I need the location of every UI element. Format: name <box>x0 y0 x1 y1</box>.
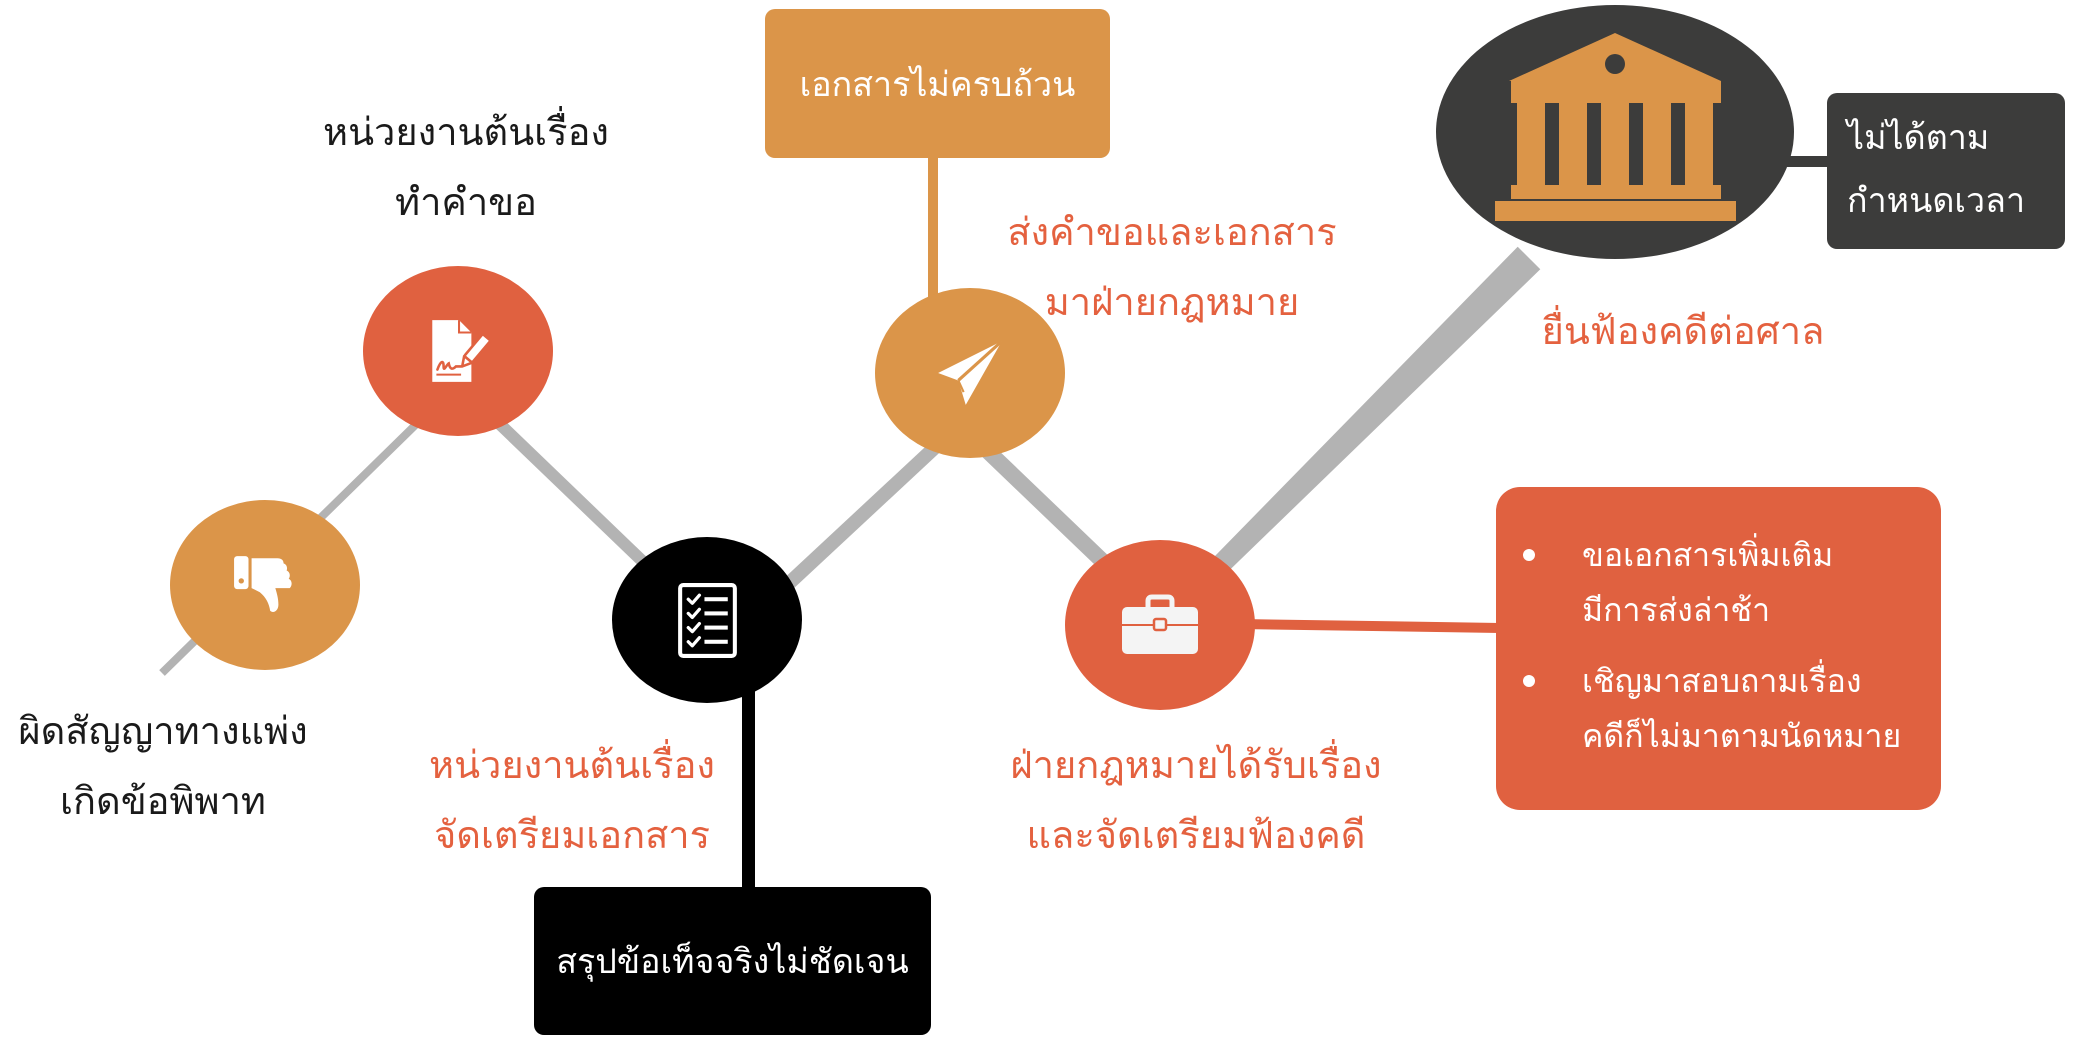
thumbs-down-icon <box>234 556 292 612</box>
deadline-issue-line: ไม่ได้ตาม <box>1847 118 1990 158</box>
label-line: ส่งคำขอและเอกสาร <box>1007 210 1337 254</box>
facts-issue-text: สรุปข้อเท็จจริงไม่ชัดเจน <box>556 942 909 982</box>
deadline-issue-connector <box>1775 156 1831 167</box>
step-legal-label: ฝ่ายกฎหมายได้รับเรื่อง และจัดเตรียมฟ้องค… <box>1010 730 1381 870</box>
file-signature-icon <box>432 320 492 382</box>
label-line: หน่วยงานต้นเรื่อง <box>323 110 609 154</box>
legal-issue-connector <box>1239 619 1501 633</box>
list-item-line: เชิญมาสอบถามเรื่อง <box>1582 662 1862 700</box>
legal-issue-box: ขอเอกสารเพิ่มเติม มีการส่งล่าช้า เชิญมาส… <box>1496 487 1941 810</box>
paper-plane-icon <box>938 339 1003 405</box>
step-prepare-node <box>612 537 802 703</box>
label-line: ทำคำขอ <box>395 180 537 224</box>
step-request-label: หน่วยงานต้นเรื่อง ทำคำขอ <box>323 97 609 237</box>
deadline-issue-box: ไม่ได้ตาม กำหนดเวลา <box>1827 93 2065 249</box>
checklist-icon <box>677 582 737 658</box>
label-line: และจัดเตรียมฟ้องคดี <box>1026 813 1366 857</box>
timeline-segment <box>766 432 950 606</box>
list-item-line: ขอเอกสารเพิ่มเติม <box>1582 536 1834 574</box>
courthouse-icon <box>1494 33 1736 221</box>
label-line: หน่วยงานต้นเรื่อง <box>429 743 715 787</box>
label-line: มาฝ่ายกฎหมาย <box>1044 280 1300 324</box>
step-breach-label: ผิดสัญญาทางแพ่ง เกิดข้อพิพาท <box>18 696 307 836</box>
step-send-node <box>875 288 1065 458</box>
list-item: เชิญมาสอบถามเรื่อง คดีก็ไม่มาตามนัดหมาย <box>1496 654 1901 764</box>
facts-issue-box: สรุปข้อเท็จจริงไม่ชัดเจน <box>534 887 931 1035</box>
documents-issue-connector <box>928 155 938 315</box>
label-line: จัดเตรียมเอกสาร <box>433 813 711 857</box>
documents-issue-box: เอกสารไม่ครบถ้วน <box>765 9 1110 158</box>
step-request-node <box>363 266 553 436</box>
step-prepare-label: หน่วยงานต้นเรื่อง จัดเตรียมเอกสาร <box>429 730 715 870</box>
timeline-segment <box>1153 246 1541 632</box>
label-line: เกิดข้อพิพาท <box>60 779 266 823</box>
step-file-label: ยื่นฟ้องคดีต่อศาล <box>1542 296 1825 366</box>
deadline-issue-line: กำหนดเวลา <box>1847 181 2026 221</box>
list-item-line: คดีก็ไม่มาตามนัดหมาย <box>1582 717 1902 755</box>
list-item: ขอเอกสารเพิ่มเติม มีการส่งล่าช้า <box>1496 528 1901 638</box>
step-legal-node <box>1065 540 1255 710</box>
facts-issue-connector <box>742 650 755 890</box>
legal-issue-list: ขอเอกสารเพิ่มเติม มีการส่งล่าช้า เชิญมาส… <box>1496 528 1901 780</box>
bullet-dot <box>1523 675 1535 687</box>
documents-issue-text: เอกสารไม่ครบถ้วน <box>799 64 1076 105</box>
timeline-segment <box>477 402 668 586</box>
bullet-dot <box>1523 549 1535 561</box>
step-file-node <box>1436 5 1794 259</box>
list-item-line: มีการส่งล่าช้า <box>1582 591 1771 629</box>
step-send-label: ส่งคำขอและเอกสาร มาฝ่ายกฎหมาย <box>1007 197 1336 337</box>
label-line: ยื่นฟ้องคดีต่อศาล <box>1541 309 1825 353</box>
timeline-segment <box>966 430 1123 581</box>
step-breach-node <box>170 500 360 670</box>
label-line: ฝ่ายกฎหมายได้รับเรื่อง <box>1010 743 1382 787</box>
label-line: ผิดสัญญาทางแพ่ง <box>18 709 308 753</box>
briefcase-icon <box>1122 594 1198 654</box>
